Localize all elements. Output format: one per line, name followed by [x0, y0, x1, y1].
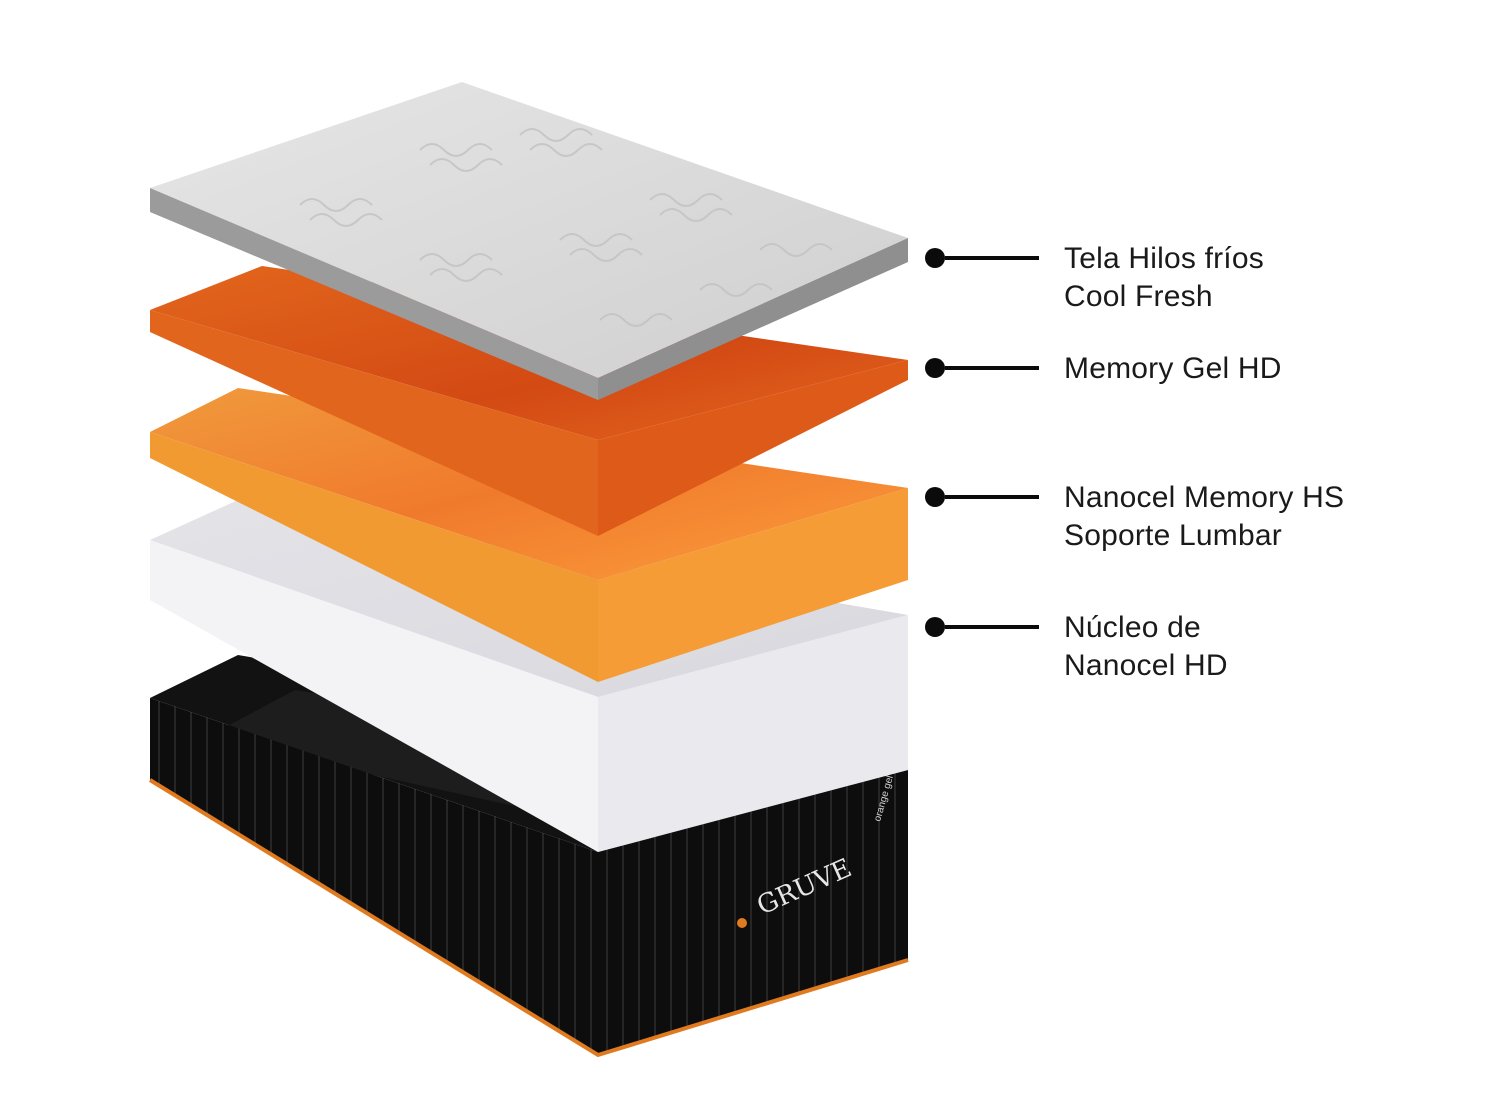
label-line: Nanocel Memory HS [1064, 481, 1345, 514]
label-text: Núcleo de Nanocel HD [1064, 609, 1228, 685]
label-text: Tela Hilos fríos Cool Fresh [1064, 240, 1264, 316]
callout-line [945, 625, 1039, 629]
callout-line [945, 366, 1039, 370]
label-text: Memory Gel HD [1064, 350, 1282, 388]
callout-dot [925, 617, 945, 637]
label-line: Cool Fresh [1064, 280, 1213, 313]
callout-line [945, 256, 1039, 260]
label-line: Memory Gel HD [1064, 352, 1282, 385]
label-nanocel-memory: Nanocel Memory HS Soporte Lumbar [925, 481, 1344, 552]
callout-dot [925, 358, 945, 378]
callout-dot [925, 487, 945, 507]
label-line: Nanocel HD [1064, 649, 1228, 682]
cover-layer [150, 82, 908, 400]
label-line: Soporte Lumbar [1064, 519, 1282, 552]
label-nucleo: Núcleo de Nanocel HD [925, 611, 1228, 682]
callout-dot [925, 248, 945, 268]
label-tela: Tela Hilos fríos Cool Fresh [925, 242, 1264, 313]
label-line: Tela Hilos fríos [1064, 242, 1264, 275]
label-memory-gel: Memory Gel HD [925, 352, 1281, 385]
label-text: Nanocel Memory HS Soporte Lumbar [1064, 479, 1344, 555]
callout-line [945, 495, 1039, 499]
label-line: Núcleo de [1064, 611, 1201, 644]
